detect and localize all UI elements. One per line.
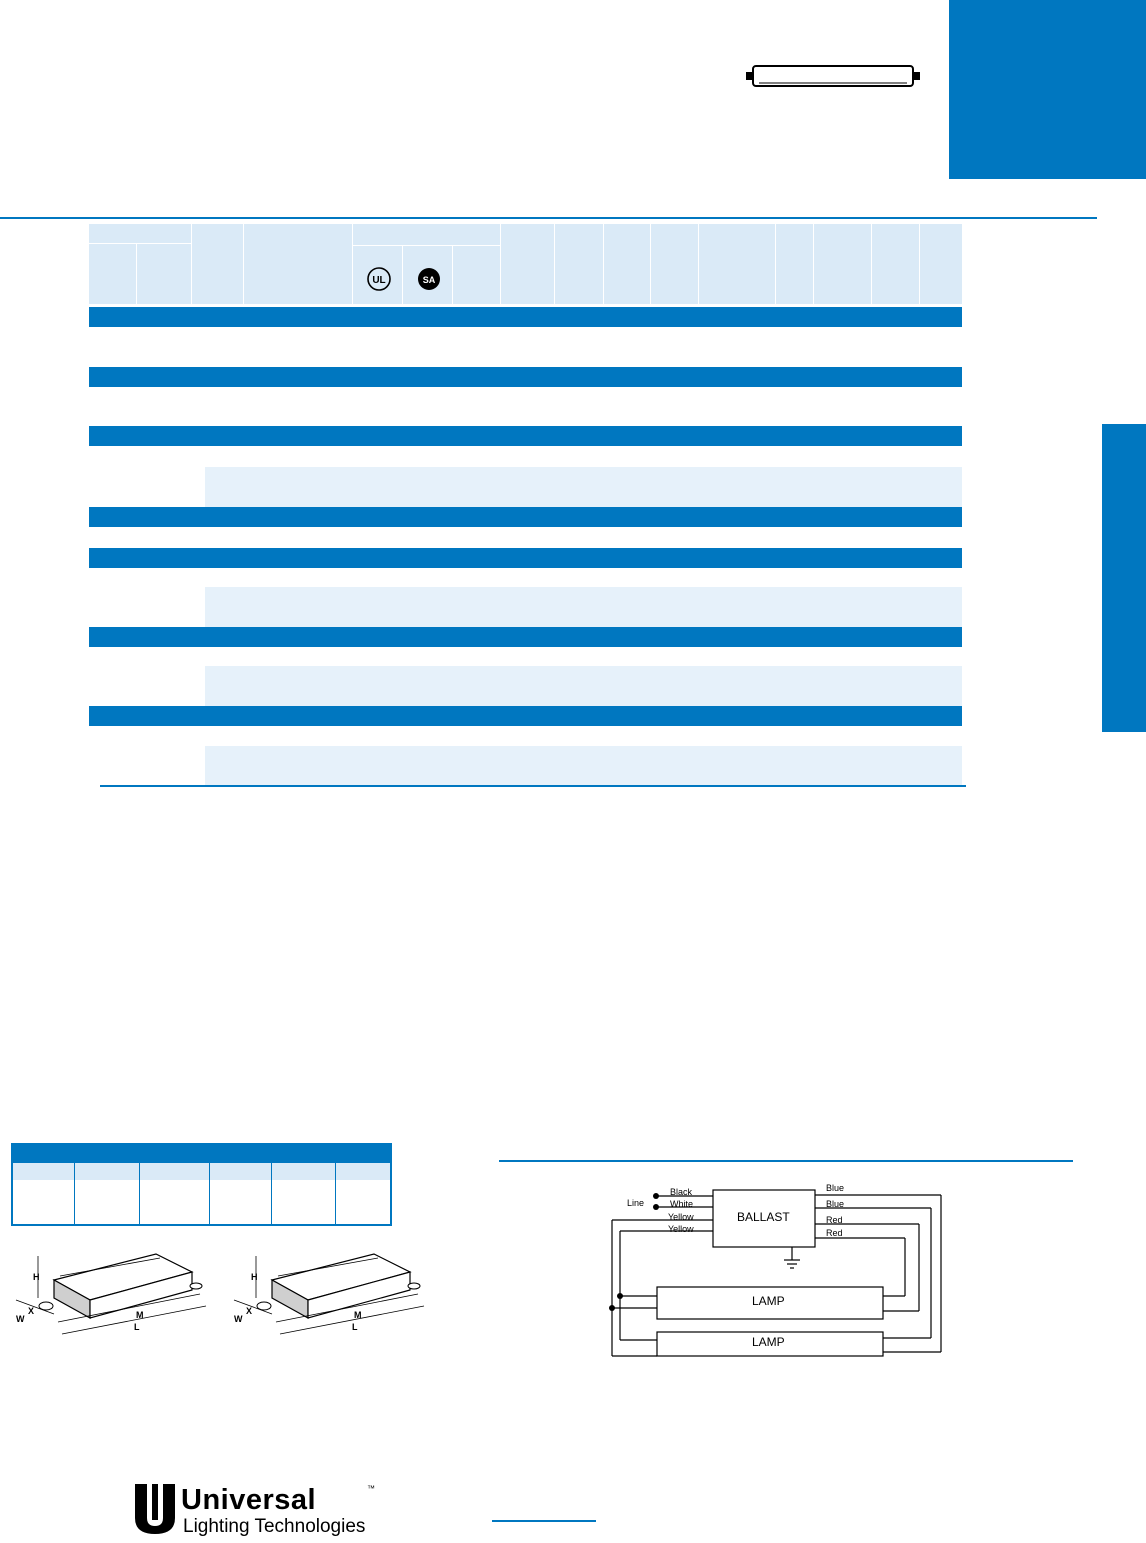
table-header-cell: [872, 224, 920, 305]
table-header-cell: [353, 224, 501, 246]
dimension-table-title-bar: [13, 1143, 390, 1163]
svg-text:UL: UL: [372, 275, 385, 286]
logo-wordmark: Universal: [181, 1484, 317, 1516]
table-header-cell-ul: UL: [353, 246, 403, 305]
wire-label-white: White: [670, 1199, 694, 1209]
table-header-cell: [651, 224, 699, 305]
lamp-label: LAMP: [752, 1335, 785, 1349]
wiring-section-rule: [499, 1160, 1073, 1162]
column-divider: [335, 1163, 336, 1224]
dimension-label-l: L: [134, 1322, 140, 1332]
footer-rule: [492, 1520, 596, 1522]
section-band: [89, 367, 962, 387]
dimension-table: [11, 1143, 392, 1226]
dimension-label-x: X: [246, 1306, 252, 1316]
ballast-dimension-drawing: H W X M L: [15, 1253, 207, 1335]
table-header-cell: [699, 224, 776, 305]
logo-trademark: ™: [367, 1484, 375, 1493]
ul-listed-icon: UL: [367, 267, 391, 291]
wire-label-yellow: Yellow: [668, 1224, 694, 1234]
table-bottom-rule: [100, 785, 966, 787]
logo-subtitle: Lighting Technologies: [183, 1516, 366, 1537]
section-band: [89, 426, 962, 446]
dimension-label-m: M: [136, 1310, 144, 1320]
table-header-cell: [501, 224, 555, 305]
wire-label-blue: Blue: [826, 1199, 845, 1209]
table-header-cell: [192, 224, 244, 305]
corner-block: [949, 0, 1146, 179]
universal-logo: Universal ™ Lighting Technologies: [133, 1480, 403, 1540]
side-tab: [1102, 424, 1146, 732]
section-band: [89, 507, 962, 527]
section-band: [89, 307, 962, 327]
wire-label-yellow: Yellow: [668, 1212, 694, 1222]
wire-label-black: Black: [670, 1187, 693, 1197]
table-header-cell: [776, 224, 814, 305]
dimension-table-header: [13, 1163, 390, 1180]
dimension-label-h: H: [251, 1272, 258, 1282]
section-band: [89, 627, 962, 647]
dimension-label-w: W: [16, 1314, 25, 1324]
column-divider: [271, 1163, 272, 1224]
section-band: [89, 548, 962, 568]
dimension-label-m: M: [354, 1310, 362, 1320]
dimension-label-w: W: [234, 1314, 243, 1324]
wire-label-red: Red: [826, 1228, 843, 1238]
dimension-label-x: X: [28, 1306, 34, 1316]
table-header-cell: [89, 244, 137, 305]
ballast-label: BALLAST: [737, 1210, 790, 1224]
svg-text:SA: SA: [423, 275, 436, 285]
ballast-dimension-drawing: H W X M L: [233, 1253, 425, 1335]
table-header-cell: [453, 246, 501, 305]
table-header-cell: [137, 244, 192, 305]
universal-u-icon: [135, 1484, 175, 1534]
table-row: [205, 666, 962, 706]
section-band: [89, 706, 962, 726]
wire-label-blue: Blue: [826, 1183, 845, 1193]
column-divider: [209, 1163, 210, 1224]
table-header-cell: [244, 224, 353, 305]
table-header-cell-csa: SA: [403, 246, 453, 305]
column-divider: [74, 1163, 75, 1224]
table-row: [205, 587, 962, 627]
csa-certified-icon: SA: [418, 268, 440, 290]
table-header-cell: [555, 224, 604, 305]
table-header-cell: [89, 224, 192, 244]
table-header-cell: [814, 224, 872, 305]
lamp-label: LAMP: [752, 1294, 785, 1308]
table-header-cell: [920, 224, 962, 305]
column-divider: [139, 1163, 140, 1224]
dimension-label-h: H: [33, 1272, 40, 1282]
spec-table: UL SA: [89, 224, 962, 787]
table-header-cell: [604, 224, 651, 305]
fluorescent-lamp-icon: [746, 65, 920, 87]
wire-label-line: Line: [627, 1198, 645, 1208]
wiring-diagram: [609, 1189, 942, 1357]
dimension-label-l: L: [352, 1322, 358, 1332]
top-rule: [0, 217, 1097, 219]
table-row: [205, 467, 962, 507]
wire-label-red: Red: [826, 1215, 843, 1225]
table-row: [205, 746, 962, 786]
